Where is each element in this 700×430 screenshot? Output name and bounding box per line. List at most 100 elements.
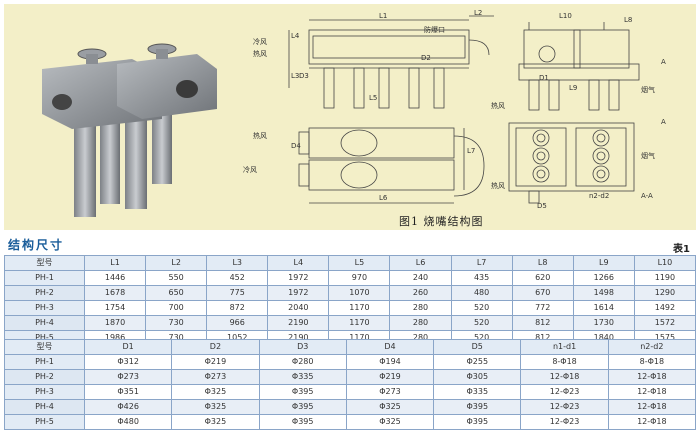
model-cell: PH-2	[4, 369, 85, 385]
label-l3: L3	[291, 72, 299, 80]
label-hot-air-mid: 热风	[253, 131, 267, 140]
value-cell: Φ426	[83, 399, 173, 415]
label-l2: L2	[474, 9, 482, 17]
figure-caption: 图1 烧嘴结构图	[399, 215, 484, 228]
value-cell: 520	[450, 300, 513, 316]
value-cell: 12-Φ18	[607, 369, 697, 385]
value-cell: Φ395	[258, 414, 347, 430]
value-cell: Φ312	[83, 354, 173, 370]
value-cell: Φ273	[83, 369, 173, 385]
model-cell: PH-4	[4, 315, 85, 331]
value-cell: 1170	[328, 315, 391, 331]
column-header: L2	[145, 255, 208, 271]
value-cell: Φ219	[345, 369, 435, 385]
value-cell: 12-Φ18	[607, 384, 697, 400]
value-cell: 966	[206, 315, 269, 331]
value-cell: Φ395	[258, 399, 347, 415]
table-number: 表1	[673, 244, 690, 255]
label-flue-gas-bottom: 烟气	[641, 151, 655, 160]
value-cell: 650	[145, 285, 208, 301]
label-d3: D3	[299, 72, 309, 80]
value-cell: Φ325	[171, 399, 260, 415]
value-cell: Φ194	[345, 354, 435, 370]
model-cell: PH-2	[4, 285, 85, 301]
burner-photo	[42, 43, 217, 217]
value-cell: 12-Φ23	[520, 414, 609, 430]
value-cell: 670	[511, 285, 574, 301]
value-cell: 280	[389, 315, 452, 331]
label-n2d2: n2-d2	[589, 192, 609, 200]
value-cell: Φ335	[433, 384, 522, 400]
value-cell: Φ325	[345, 414, 435, 430]
column-header: D5	[433, 339, 522, 355]
value-cell: 872	[206, 300, 269, 316]
value-cell: Φ273	[171, 369, 260, 385]
model-cell: PH-3	[4, 384, 85, 400]
label-l6: L6	[379, 194, 388, 202]
value-cell: Φ395	[433, 414, 522, 430]
value-cell: Φ255	[433, 354, 522, 370]
value-cell: 1266	[572, 270, 635, 286]
value-cell: 970	[328, 270, 391, 286]
value-cell: 1972	[267, 270, 330, 286]
value-cell: Φ280	[258, 354, 347, 370]
label-explosion-port: 防爆口	[424, 25, 445, 34]
column-header: L6	[389, 255, 452, 271]
label-hot-air-bottom: 热风	[491, 181, 505, 190]
value-cell: 730	[145, 315, 208, 331]
value-cell: 1614	[572, 300, 635, 316]
value-cell: 12-Φ18	[607, 414, 697, 430]
column-header: L3	[206, 255, 269, 271]
column-header: D3	[258, 339, 347, 355]
column-header: L8	[511, 255, 574, 271]
value-cell: Φ351	[83, 384, 173, 400]
label-d5: D5	[537, 202, 547, 210]
label-l7: L7	[467, 147, 475, 155]
figure-panel: L1 L2 L4 L3 L5 L9 L10 L8 L7 L6 D1 D2 D3 …	[4, 4, 696, 230]
label-d2: D2	[421, 54, 431, 62]
column-header: L1	[83, 255, 147, 271]
label-hot-air-top: 热风	[253, 49, 267, 58]
column-header: D2	[171, 339, 260, 355]
label-l10: L10	[559, 12, 572, 20]
column-header: L9	[572, 255, 635, 271]
label-cold-air-mid: 冷风	[243, 165, 257, 174]
column-header: L4	[267, 255, 330, 271]
value-cell: 1446	[83, 270, 147, 286]
value-cell: 1730	[572, 315, 635, 331]
value-cell: Φ273	[345, 384, 435, 400]
model-cell: PH-4	[4, 399, 85, 415]
value-cell: 480	[450, 285, 513, 301]
value-cell: 12-Φ18	[520, 369, 609, 385]
value-cell: Φ325	[171, 384, 260, 400]
model-cell: PH-5	[4, 414, 85, 430]
label-d4: D4	[291, 142, 301, 150]
value-cell: Φ325	[345, 399, 435, 415]
value-cell: 12-Φ23	[520, 399, 609, 415]
value-cell: 8-Φ18	[607, 354, 697, 370]
value-cell: 1290	[633, 285, 697, 301]
value-cell: 1190	[633, 270, 697, 286]
value-cell: 550	[145, 270, 208, 286]
column-header: L10	[633, 255, 697, 271]
value-cell: 1754	[83, 300, 147, 316]
column-header: D1	[83, 339, 173, 355]
column-header: n2-d2	[607, 339, 697, 355]
column-header: 型号	[4, 255, 85, 271]
label-hot-air-right: 热风	[491, 101, 505, 110]
value-cell: Φ219	[171, 354, 260, 370]
value-cell: Φ395	[258, 384, 347, 400]
value-cell: 280	[389, 300, 452, 316]
value-cell: 1678	[83, 285, 147, 301]
model-cell: PH-1	[4, 354, 85, 370]
label-a-top: A	[661, 58, 666, 66]
label-l4: L4	[291, 32, 300, 40]
